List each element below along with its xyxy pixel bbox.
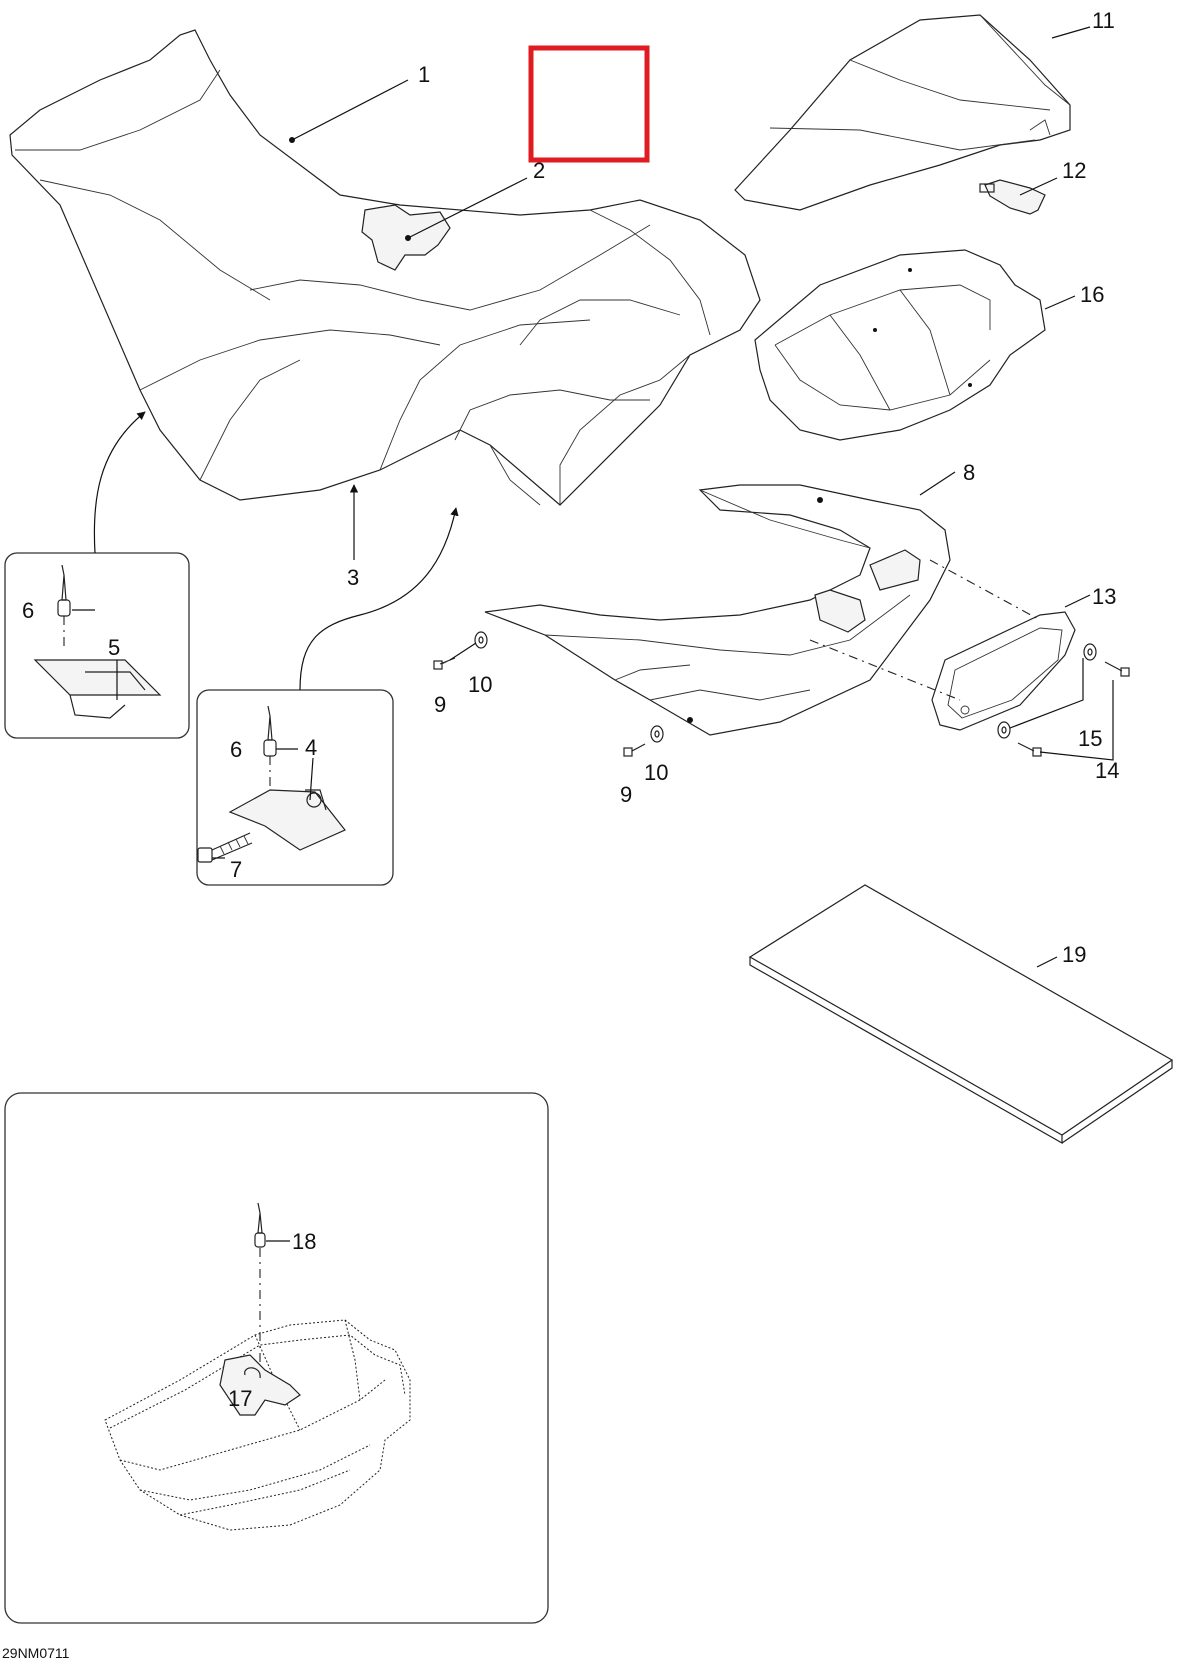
callout-8: 8 bbox=[963, 460, 975, 485]
side-panel-8 bbox=[484, 484, 951, 736]
callout-15: 15 bbox=[1078, 726, 1102, 751]
clip-fastener-6a bbox=[57, 564, 71, 650]
washer-10a bbox=[474, 631, 488, 649]
callout-17: 17 bbox=[228, 1386, 252, 1411]
screw-14a bbox=[1104, 661, 1130, 677]
screw-9b bbox=[623, 743, 646, 757]
detail-box-mount-5 bbox=[4, 552, 190, 739]
bolt-7 bbox=[197, 832, 253, 863]
cover-11 bbox=[734, 14, 1071, 211]
callout-5: 5 bbox=[108, 635, 120, 660]
callout-2: 2 bbox=[533, 158, 545, 183]
callout-4: 4 bbox=[305, 735, 317, 760]
callout-1: 1 bbox=[418, 62, 430, 87]
clip-fastener-6b bbox=[263, 705, 277, 795]
callout-12: 12 bbox=[1062, 158, 1086, 183]
highlight-box bbox=[528, 45, 650, 163]
leader-lines bbox=[72, 26, 1114, 1242]
callout-6a: 6 bbox=[22, 598, 34, 623]
callout-3: 3 bbox=[347, 565, 359, 590]
bracket-4 bbox=[228, 789, 346, 851]
washer-15b bbox=[997, 721, 1011, 739]
callout-16: 16 bbox=[1080, 282, 1104, 307]
washer-10b bbox=[650, 725, 664, 743]
callout-labels: 1 2 3 4 5 6 6 7 8 9 9 10 10 11 12 13 14 … bbox=[2, 8, 1119, 1661]
callout-10b: 10 bbox=[644, 760, 668, 785]
callout-9b: 9 bbox=[620, 782, 632, 807]
storage-tub-16 bbox=[754, 249, 1046, 441]
callout-9a: 9 bbox=[434, 692, 446, 717]
screw-9a bbox=[433, 657, 456, 670]
washer-15a bbox=[1083, 643, 1097, 661]
mat-19 bbox=[748, 884, 1174, 1145]
detail-box-17 bbox=[4, 1092, 549, 1624]
callout-19: 19 bbox=[1062, 942, 1086, 967]
detail-box-bracket-4 bbox=[196, 689, 394, 886]
figure-id: 29NM0711 bbox=[2, 1645, 70, 1661]
callout-13: 13 bbox=[1092, 584, 1116, 609]
screw-14b bbox=[1017, 742, 1042, 757]
light-13 bbox=[931, 611, 1076, 731]
mount-plate-5 bbox=[33, 659, 162, 719]
callout-18: 18 bbox=[292, 1229, 316, 1254]
callout-7: 7 bbox=[230, 857, 242, 882]
callout-10a: 10 bbox=[468, 672, 492, 697]
callout-14: 14 bbox=[1095, 758, 1119, 783]
callout-6b: 6 bbox=[230, 737, 242, 762]
bracket-17 bbox=[219, 1354, 301, 1416]
clip-fastener-18 bbox=[254, 1202, 266, 1375]
callout-11: 11 bbox=[1092, 8, 1115, 33]
latch-12 bbox=[979, 179, 1046, 215]
